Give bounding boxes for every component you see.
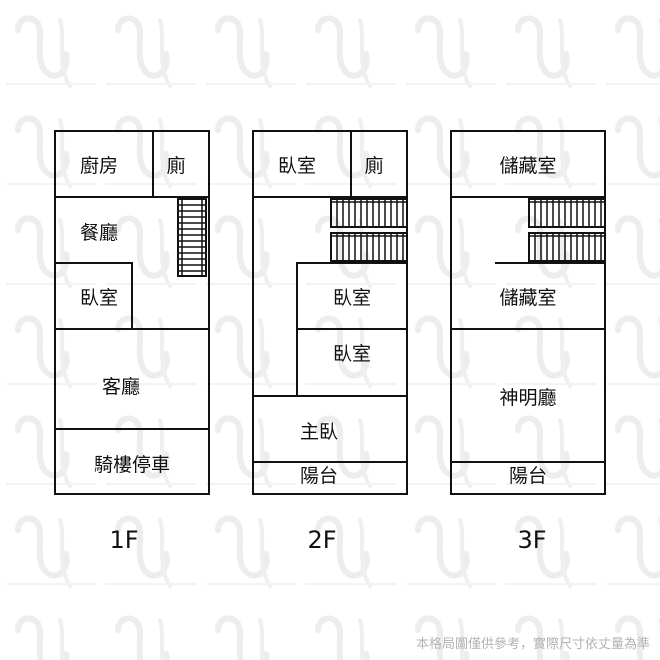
- floor-2f-stair: [330, 198, 408, 262]
- floor-label-3f: 3F: [517, 526, 547, 554]
- floor-2f-outline: [252, 130, 408, 495]
- floor-3f-outline: [450, 130, 606, 495]
- room-2f-bedroom-mid1: 臥室: [333, 287, 371, 309]
- room-1f-kitchen: 廚房: [80, 154, 118, 177]
- room-2f-bedroom-top: 臥室: [278, 155, 316, 177]
- floor-3f-plan: [450, 130, 606, 495]
- room-1f-living: 客廳: [102, 376, 140, 398]
- room-1f-toilet: 廁: [166, 154, 185, 177]
- room-3f-storage-mid: 儲藏室: [499, 287, 556, 309]
- room-2f-bedroom-mid2: 臥室: [333, 343, 371, 365]
- room-2f-master-bedroom: 主臥: [300, 421, 338, 443]
- floor-label-2f: 2F: [307, 526, 337, 554]
- floor-3f-stair: [528, 198, 606, 262]
- room-3f-storage-top: 儲藏室: [499, 155, 556, 177]
- room-2f-balcony: 陽台: [300, 465, 338, 487]
- room-1f-bedroom: 臥室: [80, 287, 118, 309]
- floor-1f-stair: [177, 198, 207, 277]
- room-1f-arcade-parking: 騎樓停車: [94, 454, 170, 476]
- floor-1f-outline: [54, 130, 210, 495]
- floor-2f-plan: [252, 130, 408, 495]
- room-3f-shrine-hall: 神明廳: [499, 387, 556, 409]
- floor-1f-plan: [54, 130, 210, 495]
- floor-label-1f: 1F: [109, 526, 139, 554]
- room-2f-toilet: 廁: [364, 154, 383, 177]
- disclaimer-text: 本格局圖僅供參考，實際尺寸依丈量為準: [415, 637, 650, 652]
- room-1f-dining: 餐廳: [80, 222, 118, 244]
- room-3f-balcony: 陽台: [509, 465, 547, 487]
